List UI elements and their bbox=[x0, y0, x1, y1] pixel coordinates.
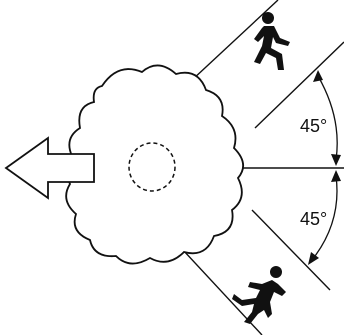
lower-arc-arrowhead-top bbox=[331, 170, 341, 182]
running-person-icon bbox=[232, 266, 286, 324]
running-person-icon bbox=[254, 12, 290, 70]
lower-arc-arrowhead-bottom bbox=[308, 252, 319, 265]
lower-angle-label: 45° bbox=[300, 209, 327, 229]
upper-arc-arrowhead-top bbox=[313, 70, 323, 82]
upper-angle-label: 45° bbox=[300, 116, 327, 136]
upper-arc-arrowhead-bottom bbox=[331, 154, 341, 166]
